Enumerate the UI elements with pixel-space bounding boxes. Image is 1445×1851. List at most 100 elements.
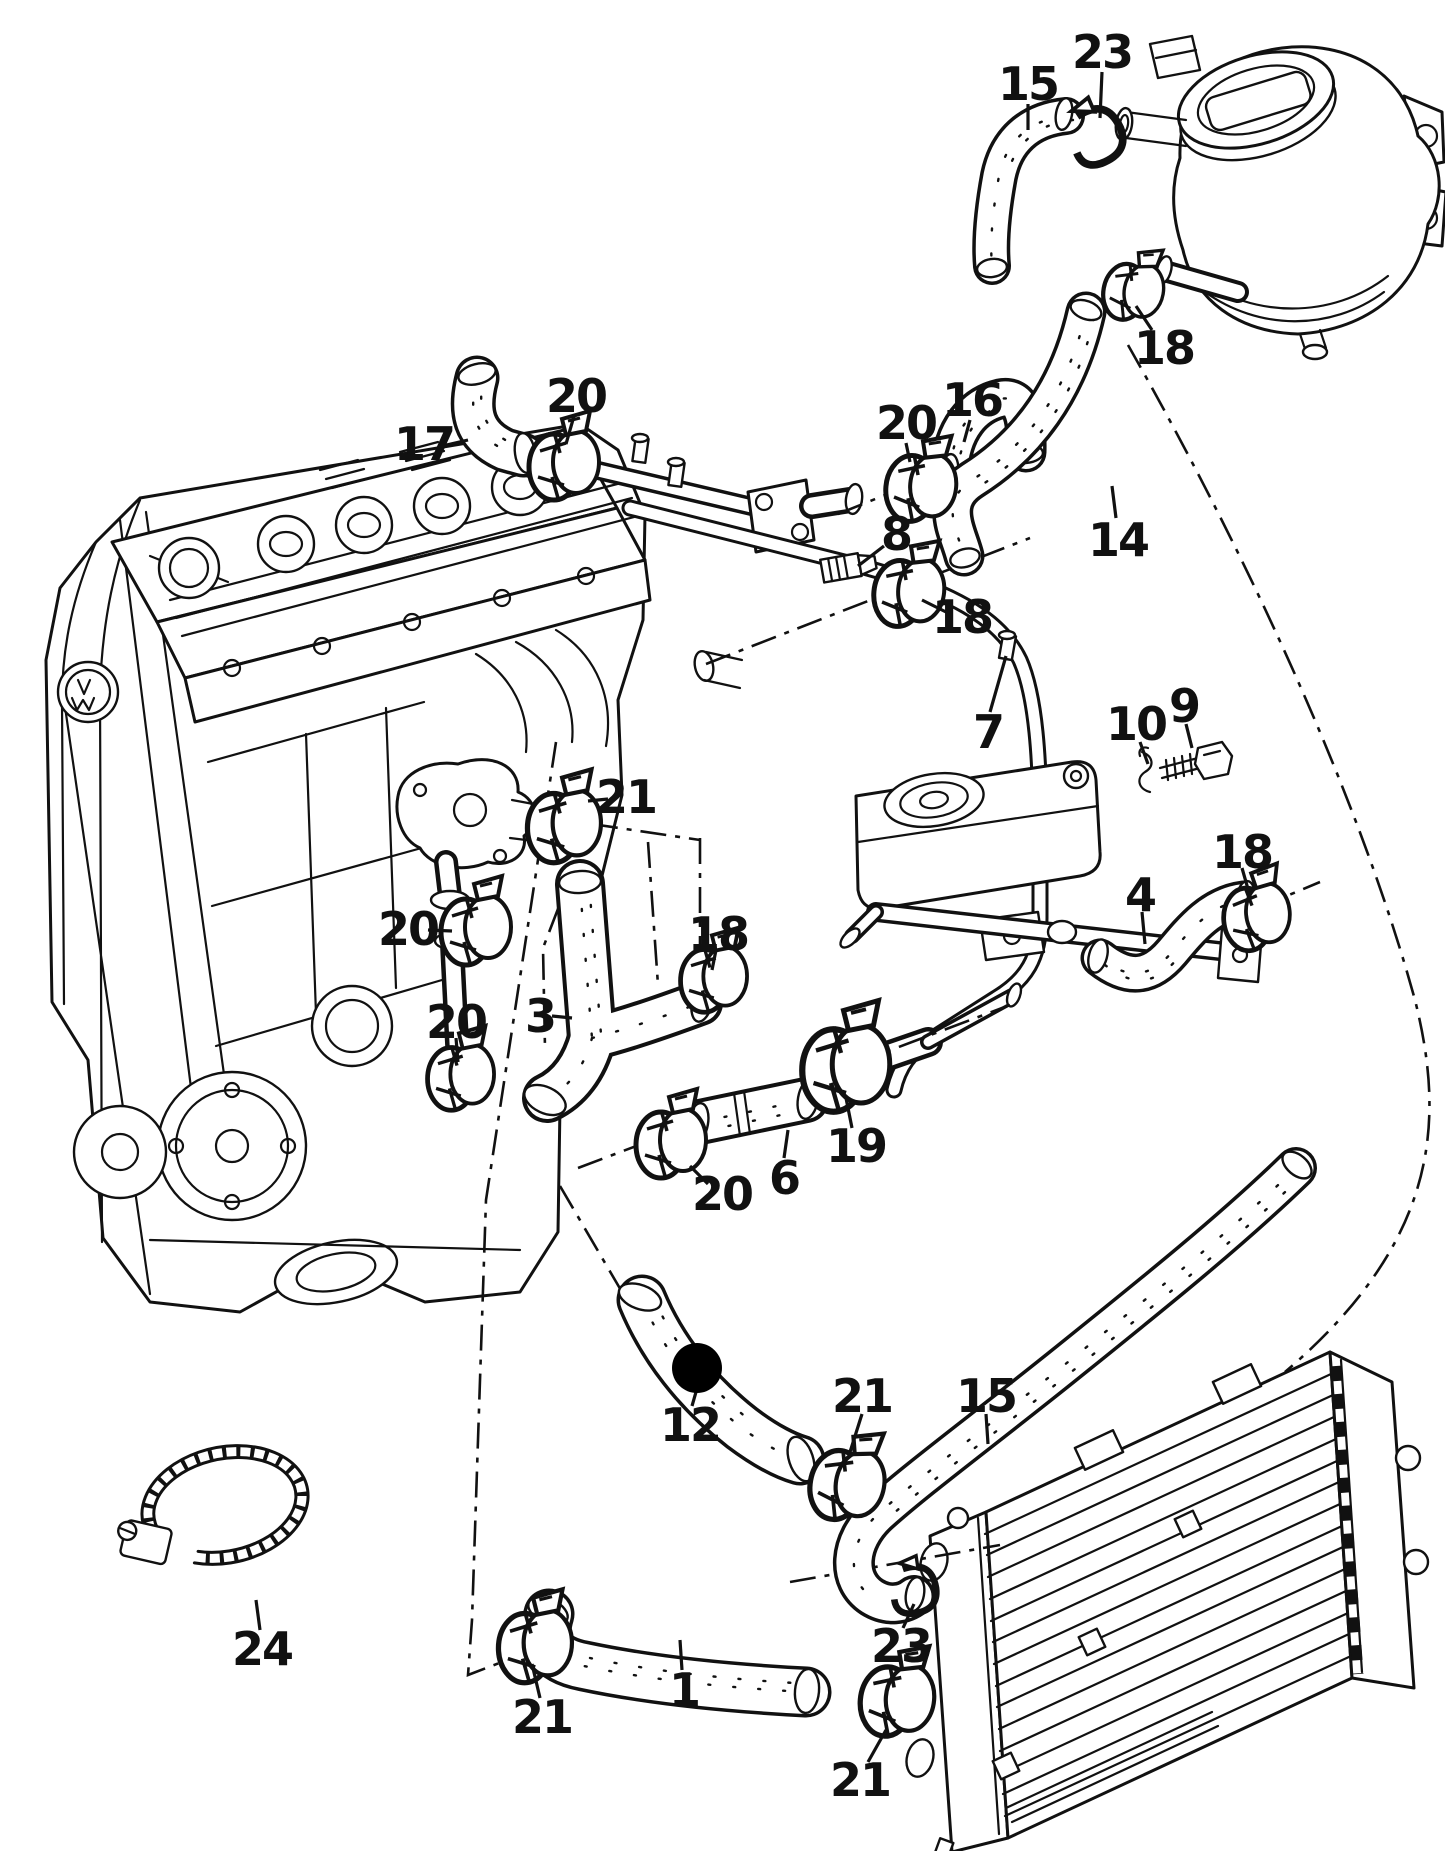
part-callout-19[interactable]: 19 xyxy=(826,1097,888,1173)
part-callout-6[interactable]: 6 xyxy=(769,1129,801,1205)
part-callout-14[interactable]: 14 xyxy=(1088,485,1150,567)
part-number[interactable]: 21 xyxy=(830,1753,892,1807)
part-number[interactable]: 18 xyxy=(1212,825,1274,879)
part-callout-20[interactable]: 20 xyxy=(426,995,488,1063)
part-callout-20[interactable]: 20 xyxy=(876,396,938,463)
part-number[interactable]: 7 xyxy=(973,705,1005,759)
part-number[interactable]: 17 xyxy=(394,417,456,471)
radiator-fins xyxy=(983,1372,1353,1818)
part-number[interactable]: 15 xyxy=(998,57,1060,111)
part-callout-17[interactable]: 17 xyxy=(394,417,469,471)
part-number[interactable]: 14 xyxy=(1088,513,1150,567)
part-callout-20[interactable]: 20 xyxy=(378,902,453,956)
part-callout-15[interactable]: 15 xyxy=(956,1369,1018,1445)
part-callout-23[interactable]: 23 xyxy=(1072,25,1134,119)
part-number[interactable]: 24 xyxy=(232,1622,294,1676)
hose-14[interactable] xyxy=(932,291,1107,577)
leader-line xyxy=(1184,723,1194,749)
part-number[interactable]: 4 xyxy=(1125,868,1157,922)
part-number[interactable]: 20 xyxy=(378,902,440,956)
part-callout-18[interactable]: 18 xyxy=(1212,825,1274,897)
part-callout-3[interactable]: 3 xyxy=(525,989,573,1043)
leader-line xyxy=(844,1097,854,1129)
leader-line xyxy=(1134,305,1154,331)
part-callout-20[interactable]: 20 xyxy=(688,1164,754,1221)
part-callout-4[interactable]: 4 xyxy=(1125,868,1157,945)
part-callout-9[interactable]: 9 xyxy=(1169,679,1201,749)
leader-line xyxy=(441,438,469,448)
part-number[interactable]: 15 xyxy=(956,1369,1018,1423)
bolt-9[interactable] xyxy=(1158,740,1234,782)
leader-line xyxy=(962,419,972,443)
leader-line xyxy=(710,949,718,971)
part-number[interactable]: 20 xyxy=(426,995,488,1049)
leader-line xyxy=(1098,71,1104,119)
radiator[interactable] xyxy=(903,1350,1430,1851)
leader-line xyxy=(1240,867,1252,897)
leader-line xyxy=(866,1729,888,1763)
part-callout-21[interactable]: 21 xyxy=(587,770,658,824)
part-callout-15[interactable]: 15 xyxy=(998,57,1060,130)
hose-4[interactable] xyxy=(1080,879,1264,993)
leader-line xyxy=(587,797,609,803)
part-callout-21[interactable]: 21 xyxy=(832,1369,894,1453)
part-callout-12[interactable]: 12 xyxy=(660,1391,722,1452)
part-number[interactable]: 9 xyxy=(1169,679,1201,733)
leader-line xyxy=(530,1663,542,1699)
fitting-8[interactable] xyxy=(819,550,878,584)
part-callout-1[interactable]: 1 xyxy=(669,1639,701,1717)
leader-line xyxy=(901,1603,916,1629)
part-number[interactable]: 3 xyxy=(525,989,557,1043)
leader-line xyxy=(904,442,912,463)
part-callout-21[interactable]: 21 xyxy=(830,1729,892,1807)
part-callout-8[interactable]: 8 xyxy=(857,507,913,568)
leader-line xyxy=(454,1037,460,1063)
part-callout-20[interactable]: 20 xyxy=(546,369,608,445)
part-callout-18[interactable]: 18 xyxy=(1134,305,1196,375)
part-number[interactable]: 23 xyxy=(871,1619,933,1673)
leader-line xyxy=(1140,911,1147,945)
part-number[interactable]: 1 xyxy=(669,1663,701,1717)
leader-line xyxy=(988,655,1008,713)
part-callout-7[interactable]: 7 xyxy=(973,655,1008,759)
hose-12[interactable] xyxy=(615,1274,826,1486)
part-number[interactable]: 23 xyxy=(1072,25,1134,79)
part-number[interactable]: 10 xyxy=(1106,697,1168,751)
part-number[interactable]: 18 xyxy=(1134,321,1196,375)
part-callout-18[interactable]: 18 xyxy=(688,907,750,971)
part-callout-10[interactable]: 10 xyxy=(1106,697,1168,765)
leader-line xyxy=(984,1413,990,1445)
leader-line xyxy=(254,1599,262,1631)
part-number[interactable]: 12 xyxy=(660,1398,722,1452)
part-callout-16[interactable]: 16 xyxy=(942,373,1004,443)
part-number[interactable]: 18 xyxy=(932,590,994,644)
part-number[interactable]: 8 xyxy=(881,507,913,561)
leader-line xyxy=(551,1014,573,1020)
leader-line xyxy=(427,928,453,933)
part-callout-18[interactable]: 18 xyxy=(921,590,994,644)
part-callout-23[interactable]: 23 xyxy=(871,1603,933,1673)
hose-15-lower[interactable] xyxy=(832,1146,1317,1625)
leader-line xyxy=(1138,741,1150,765)
part-number[interactable]: 6 xyxy=(769,1151,801,1205)
part-number[interactable]: 16 xyxy=(942,373,1004,427)
screw-clamp-24[interactable] xyxy=(102,1431,319,1586)
part-number[interactable]: 21 xyxy=(512,1690,574,1744)
part-callout-21[interactable]: 21 xyxy=(512,1663,574,1744)
leader-line xyxy=(848,1413,864,1453)
hose-15-upper[interactable] xyxy=(972,96,1085,285)
leader-line xyxy=(690,1391,698,1407)
expansion-tank[interactable] xyxy=(1114,34,1445,361)
part-number[interactable]: 20 xyxy=(546,369,608,423)
part-callout-24[interactable]: 24 xyxy=(232,1599,294,1676)
leader-line xyxy=(857,544,885,568)
part-number[interactable]: 21 xyxy=(832,1369,894,1423)
part-number[interactable]: 19 xyxy=(826,1119,888,1173)
part-number[interactable]: 20 xyxy=(692,1167,754,1221)
part-number[interactable]: 21 xyxy=(596,770,658,824)
pipe-stud xyxy=(997,629,1018,662)
part-number[interactable]: 20 xyxy=(876,396,938,450)
part-number[interactable]: 18 xyxy=(688,907,750,961)
